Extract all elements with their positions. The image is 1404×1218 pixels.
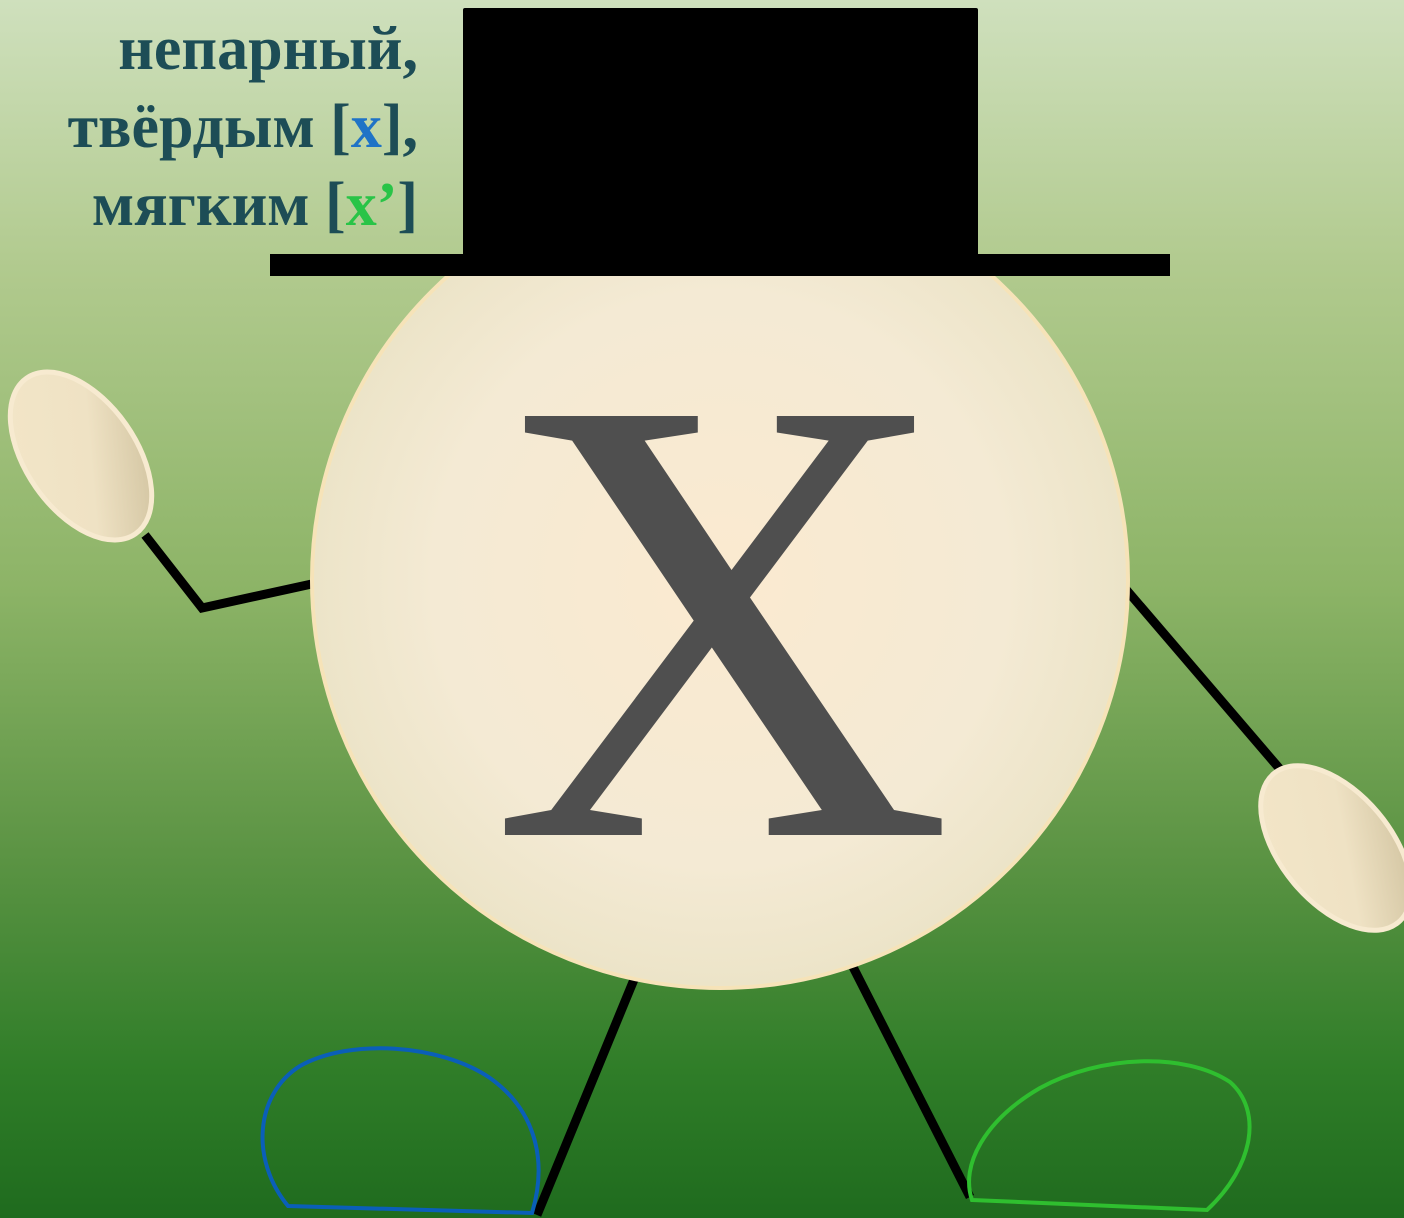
caption-line-3: мягким [х’] [68,166,418,244]
soft-sound: х’ [345,171,398,239]
caption-line-2-prefix: твёрдым [ [67,93,351,161]
right-arm [1114,577,1289,778]
shoe-icon [260,1046,541,1216]
caption-line-2: твёрдым [х], [68,88,418,166]
right-leg [847,962,975,1200]
hat-brim [270,254,1170,276]
hand-icon [7,369,155,543]
top-hat-icon [463,8,978,258]
caption-line-1: непарный, [118,15,418,83]
shoe-icon [967,1059,1252,1213]
hard-sound: х [350,93,382,161]
caption-line-3-prefix: мягким [ [91,171,346,239]
caption: непарный, твёрдым [х], мягким [х’] [68,10,418,244]
caption-line-3-suffix: ] [397,171,418,239]
hand-icon [1258,763,1404,933]
left-leg [532,963,645,1217]
caption-line-2-suffix: ], [381,93,418,161]
left-arm [141,532,331,614]
letter-kha: Х [490,266,954,974]
